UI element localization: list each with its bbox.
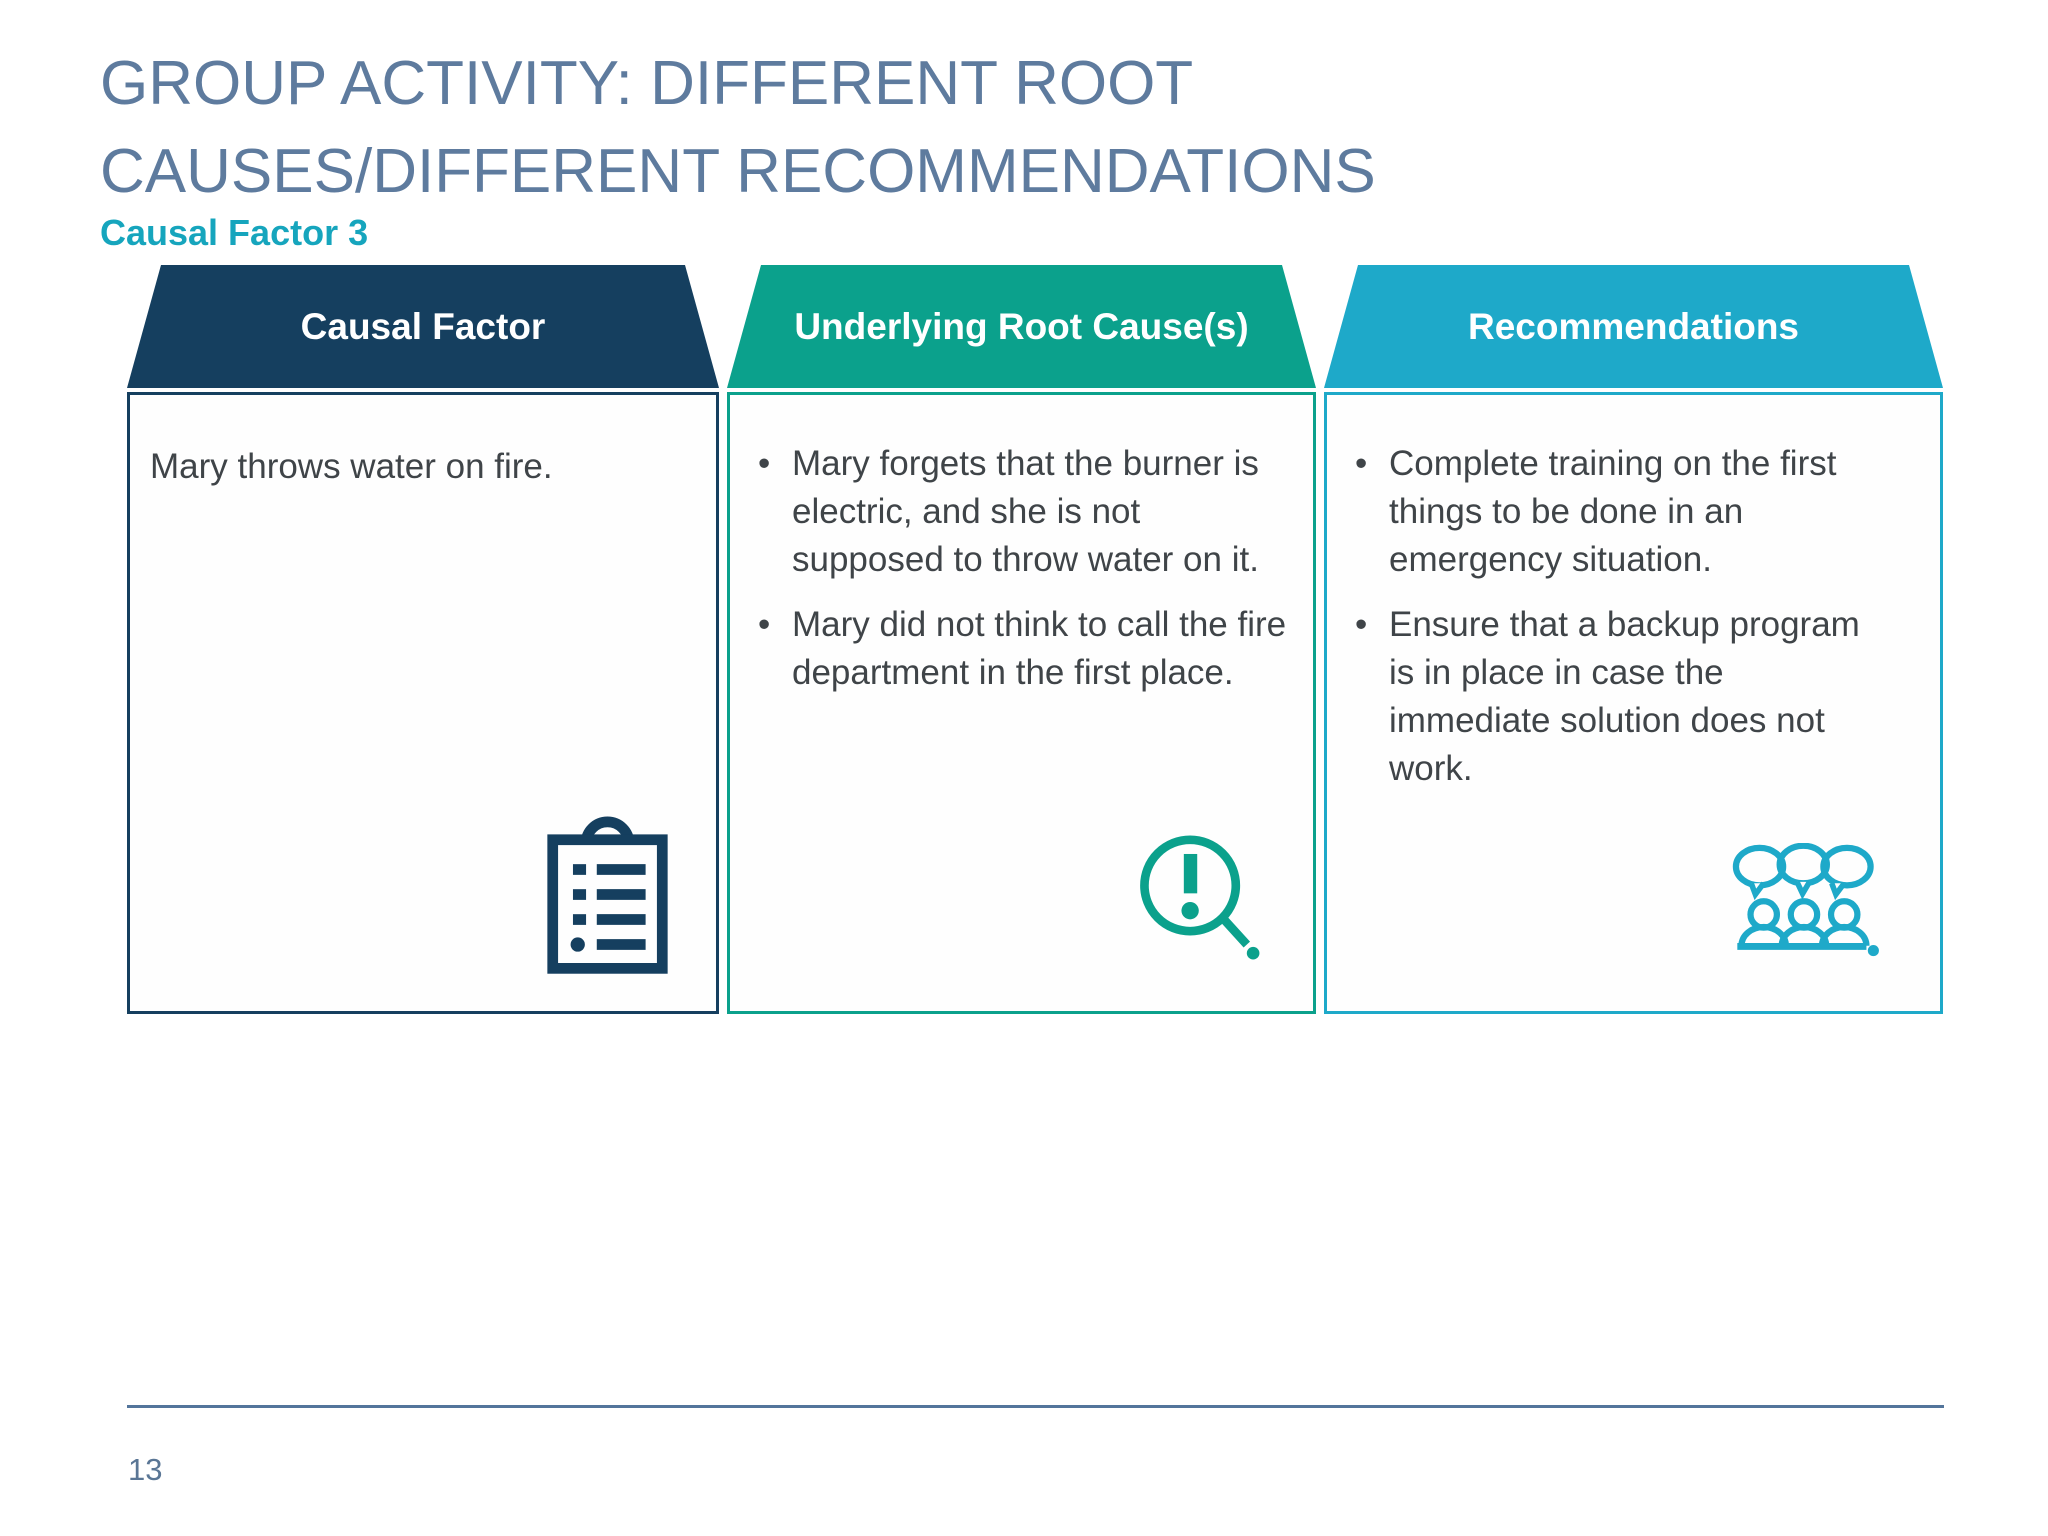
column-root-causes: Underlying Root Cause(s) Mary forgets th… [727,265,1316,1014]
page-number: 13 [128,1452,163,1487]
causal-factor-text: Mary throws water on fire. [150,447,553,486]
comparison-table: Causal Factor Mary throws water on fire. [127,265,1944,1014]
bullet-item: Mary did not think to call the fire depa… [758,601,1289,697]
bullet-text: Ensure that a backup program is in place… [1389,604,1860,788]
content-box-causal-factor: Mary throws water on fire. [127,392,719,1014]
content-box-root-causes: Mary forgets that the burner is electric… [727,392,1316,1014]
column-header-causal-factor: Causal Factor [127,265,719,388]
column-header-label: Underlying Root Cause(s) [794,305,1249,347]
column-header-recommendations: Recommendations [1324,265,1943,388]
people-discussion-icon [1730,842,1880,961]
root-causes-bullet-list: Mary forgets that the burner is electric… [730,395,1313,697]
bullet-text: Complete training on the first things to… [1389,444,1837,579]
bullet-item: Complete training on the first things to… [1355,440,1886,584]
bullet-item: Mary forgets that the burner is electric… [758,440,1289,584]
column-recommendations: Recommendations Complete training on the… [1324,265,1943,1014]
column-header-label: Causal Factor [300,305,546,347]
bullet-text: Mary did not think to call the fire depa… [792,604,1287,692]
footer-divider [127,1405,1944,1408]
bullet-text: Mary forgets that the burner is electric… [792,444,1259,579]
magnifier-exclamation-icon [1135,830,1261,963]
column-header-root-causes: Underlying Root Cause(s) [727,265,1316,388]
page-title: GROUP ACTIVITY: DIFFERENT ROOT CAUSES/DI… [100,49,1376,207]
column-causal-factor: Causal Factor Mary throws water on fire. [127,265,719,1014]
clipboard-checklist-icon [542,816,673,979]
slide-subtitle: Causal Factor 3 [100,212,369,253]
bullet-item: Ensure that a backup program is in place… [1355,601,1886,793]
content-box-recommendations: Complete training on the first things to… [1324,392,1943,1014]
recommendations-bullet-list: Complete training on the first things to… [1327,395,1940,793]
column-header-label: Recommendations [1467,305,1799,347]
